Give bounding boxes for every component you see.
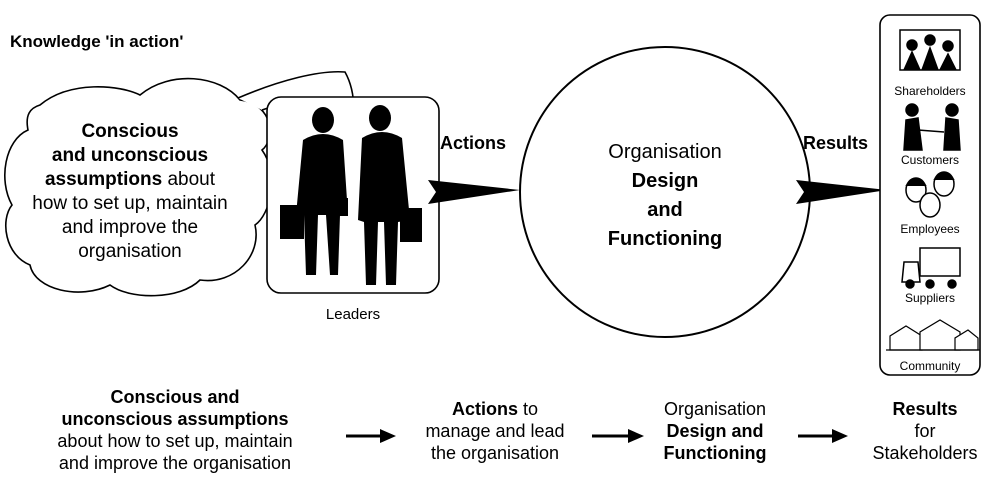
results-label: Results xyxy=(803,133,869,153)
bottom-results: Results for Stakeholders xyxy=(855,398,995,464)
community-icon xyxy=(886,319,980,351)
thought-line-1: Conscious xyxy=(81,121,179,142)
org-line-4: Functioning xyxy=(607,228,723,250)
leader-silhouette-left xyxy=(280,107,348,275)
stakeholder-customers: Customers xyxy=(900,153,959,167)
actions-label: Actions xyxy=(440,133,507,153)
bottom-organisation: Organisation Design and Functioning xyxy=(640,398,790,464)
bottom-arrow-1 xyxy=(346,429,396,443)
leader-silhouette-right xyxy=(358,105,422,285)
organisation-text: Organisation Design and Functioning xyxy=(560,138,770,254)
bottom-results-line-1: Results xyxy=(892,399,958,419)
bottom-org-line-3: Functioning xyxy=(663,443,767,463)
bottom-actions-line-2: manage and lead xyxy=(425,421,565,441)
bottom-results-line-3: Stakeholders xyxy=(872,443,978,463)
thought-line-5: and improve the xyxy=(61,217,199,238)
bottom-org-line-2: Design and xyxy=(666,421,764,441)
stakeholder-employees: Employees xyxy=(900,222,960,236)
results-arrow xyxy=(796,180,887,204)
suppliers-icon xyxy=(901,247,961,289)
bottom-actions-line-1: Actions to xyxy=(400,398,590,420)
thought-about: about xyxy=(162,169,216,190)
thought-line-4: how to set up, maintain xyxy=(32,193,228,214)
thought-line-2: and unconscious xyxy=(51,145,209,166)
bottom-actions-line-3: the organisation xyxy=(430,443,560,463)
employees-icon xyxy=(905,171,955,218)
customers-icon xyxy=(903,103,961,151)
thought-assumptions: assumptions xyxy=(44,169,163,190)
bottom-assumptions: Conscious and unconscious assumptions ab… xyxy=(20,386,330,474)
leaders-box xyxy=(266,96,440,294)
thought-line-3: assumptions about xyxy=(5,168,255,192)
thought-text: Conscious and unconscious assumptions ab… xyxy=(5,120,255,264)
leaders-label: Leaders xyxy=(325,306,381,323)
stakeholder-shareholders: Shareholders xyxy=(894,84,966,98)
bottom-actions-bold: Actions xyxy=(451,399,518,419)
bottom-actions-rest: to xyxy=(518,399,539,419)
bottom-arrow-3 xyxy=(798,429,848,443)
shareholders-icon xyxy=(899,29,961,71)
stakeholder-community: Community xyxy=(899,359,961,373)
thought-cloud xyxy=(4,77,273,297)
actions-arrow xyxy=(428,180,520,204)
stakeholder-suppliers: Suppliers xyxy=(904,291,956,305)
bottom-assumptions-line-3: about how to set up, maintain xyxy=(57,431,293,451)
bottom-assumptions-line-1: Conscious and xyxy=(110,387,240,407)
bottom-assumptions-line-2: unconscious assumptions xyxy=(61,409,289,429)
bottom-arrow-2 xyxy=(592,429,644,443)
bottom-actions: Actions to manage and lead the organisat… xyxy=(400,398,590,464)
thought-line-6: organisation xyxy=(78,241,182,262)
org-line-3: and xyxy=(647,199,683,221)
org-line-2: Design xyxy=(631,170,699,192)
bottom-assumptions-line-4: and improve the organisation xyxy=(58,453,292,473)
bottom-org-line-1: Organisation xyxy=(663,399,767,419)
bottom-results-line-2: for xyxy=(914,421,936,441)
org-line-1: Organisation xyxy=(608,141,722,163)
diagram-title: Knowledge 'in action' xyxy=(10,32,184,51)
